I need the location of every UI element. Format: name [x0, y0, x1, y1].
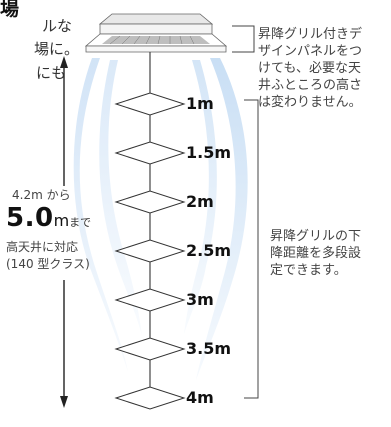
grille-note-line-1: 昇降グリル付きデ	[258, 27, 363, 42]
intro-line-1: ルな	[42, 17, 73, 35]
grille-levels	[114, 92, 186, 410]
range-note-bracket	[244, 99, 259, 399]
airflow-right-outer	[196, 58, 248, 380]
grille-level-label: 1m	[186, 94, 214, 113]
grille-level-diamond	[114, 141, 186, 165]
grille-note-bracket	[232, 25, 255, 53]
airflow-right-inner	[184, 60, 217, 334]
ceiling-made: まで	[69, 216, 92, 229]
grille-note-line-2: ザインパネルをつ	[258, 44, 363, 59]
ceiling-height-label: 4.2m から 5.0mまで 高天井に対応 (140 型クラス)	[6, 186, 122, 272]
grille-note: 昇降グリル付きデ ザインパネルをつ けても、必要な天 井ふところの高さ は変わり…	[258, 26, 391, 111]
intro-line-3: にも	[36, 64, 67, 82]
airflow-left-inner	[99, 60, 142, 336]
range-note: 昇降グリルの下 降距離を多段設 定できます。	[270, 228, 391, 279]
grille-level-diamond	[114, 288, 186, 312]
ceiling-cassette-unit-icon	[84, 13, 228, 53]
ceiling-line-2: (140 型クラス)	[6, 257, 90, 271]
grille-level-diamond	[114, 92, 186, 116]
grille-level-label: 2.5m	[186, 241, 232, 260]
ceiling-from: 4.2m から	[12, 188, 71, 202]
range-note-line-1: 昇降グリルの下	[270, 229, 362, 244]
intro-line-2: 場に。	[34, 40, 80, 58]
heading-fragment: 場	[0, 0, 20, 20]
grille-note-line-3: けても、必要な天	[258, 61, 361, 76]
height-arrow-icon	[60, 56, 68, 408]
grille-level-diamond	[114, 337, 186, 361]
ceiling-big-unit: m	[53, 211, 70, 230]
grille-note-line-5: は変わりません。	[258, 95, 362, 110]
grille-level-diamond	[114, 386, 186, 410]
grille-level-label: 2m	[186, 192, 214, 211]
range-note-line-2: 降距離を多段設	[270, 246, 362, 261]
grille-level-label: 3.5m	[186, 339, 232, 358]
ceiling-line-1: 高天井に対応	[6, 240, 79, 254]
grille-level-label: 3m	[186, 290, 214, 309]
grille-level-label: 1.5m	[186, 143, 232, 162]
range-note-line-3: 定できます。	[270, 263, 347, 278]
grille-level-diamond	[114, 190, 186, 214]
grille-level-diamond	[114, 239, 186, 263]
grille-level-label: 4m	[186, 388, 214, 407]
grille-note-line-4: 井ふところの高さ	[258, 78, 363, 93]
ceiling-big-value: 5.0	[6, 203, 54, 233]
